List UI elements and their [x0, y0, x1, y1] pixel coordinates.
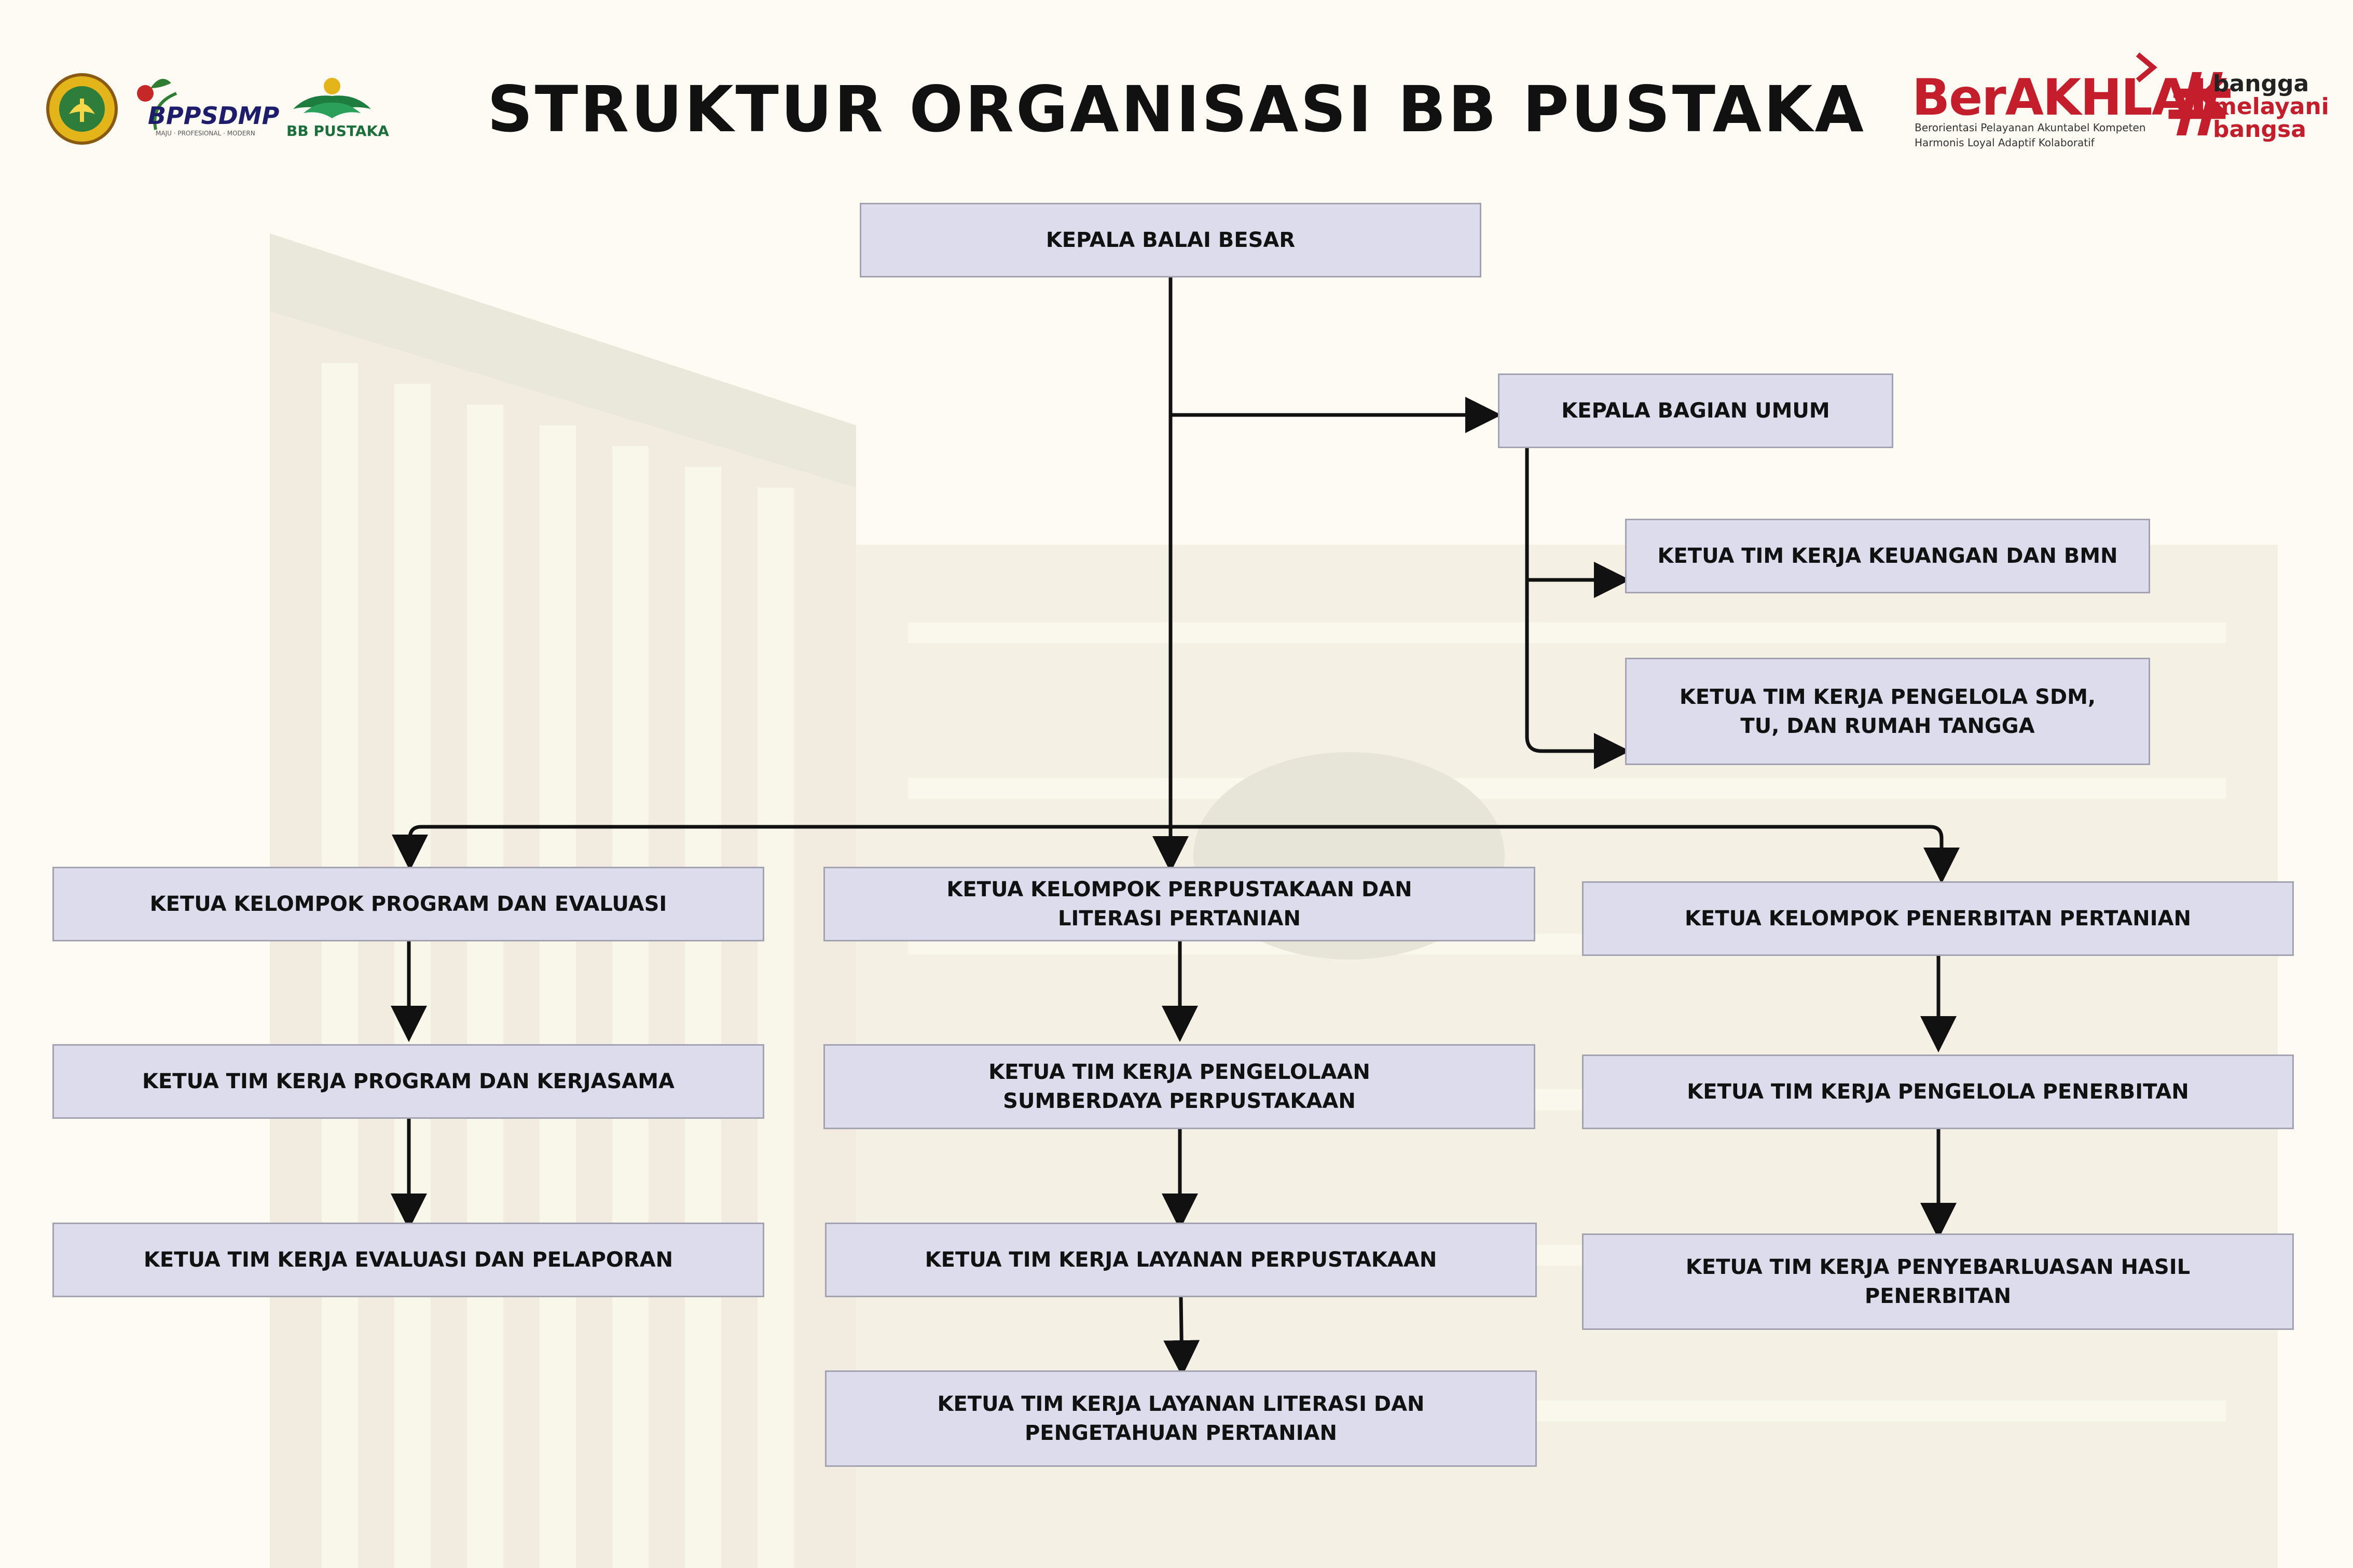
connector-bagian-umum-vertical: [1525, 447, 1630, 769]
melayani-label: melayani: [2213, 93, 2329, 120]
bangsa-label: bangsa: [2213, 116, 2306, 143]
berakhlak-tagline: Berorientasi Pelayanan Akuntabel Kompete…: [1915, 120, 2153, 150]
bppsdmp-logo-icon: [137, 79, 177, 130]
bb-pustaka-logo-icon: [293, 78, 371, 118]
node-kelompok-program-evaluasi: KETUA KELOMPOK PROGRAM DAN EVALUASI: [52, 867, 764, 941]
bangga-label: bangga: [2213, 71, 2309, 97]
node-tim-layanan-literasi: KETUA TIM KERJA LAYANAN LITERASI DAN PEN…: [825, 1370, 1537, 1467]
node-tim-program-kerjasama: KETUA TIM KERJA PROGRAM DAN KERJASAMA: [52, 1044, 764, 1119]
node-tim-pengelolaan-sumberdaya: KETUA TIM KERJA PENGELOLAAN SUMBERDAYA P…: [823, 1044, 1535, 1129]
bppsdmp-tagline: MAJU · PROFESIONAL · MODERN: [156, 130, 255, 137]
connector-bus-right: [1171, 825, 1960, 884]
node-tim-pengelola-penerbitan: KETUA TIM KERJA PENGELOLA PENERBITAN: [1582, 1054, 2294, 1129]
node-tim-evaluasi-pelaporan: KETUA TIM KERJA EVALUASI DAN PELAPORAN: [52, 1223, 764, 1297]
node-tim-keuangan-bmn: KETUA TIM KERJA KEUANGAN DAN BMN: [1625, 519, 2150, 593]
connector-perpus-3: [1163, 1297, 1200, 1377]
berakhlak-tagline-line1: Berorientasi Pelayanan Akuntabel Kompete…: [1915, 121, 2146, 134]
chevron-right-icon: [2136, 52, 2157, 82]
berakhlak-tagline-line2: Harmonis Loyal Adaptif Kolaboratif: [1915, 136, 2095, 149]
bb-pustaka-label: BB PUSTAKA: [286, 122, 389, 140]
berakhlak-logo: BerAKHLAK: [1912, 68, 2228, 127]
node-tim-sdm-tu: KETUA TIM KERJA PENGELOLA SDM, TU, DAN R…: [1625, 658, 2150, 765]
node-kelompok-perpustakaan-literasi: KETUA KELOMPOK PERPUSTAKAAN DAN LITERASI…: [823, 867, 1535, 941]
connector-bus-left: [392, 825, 1171, 871]
kementan-seal-icon: [46, 73, 118, 145]
page-title: STRUKTUR ORGANISASI BB PUSTAKA: [487, 73, 1866, 146]
node-kelompok-penerbitan-pertanian: KETUA KELOMPOK PENERBITAN PERTANIAN: [1582, 881, 2294, 956]
node-kepala-balai-besar: KEPALA BALAI BESAR: [860, 203, 1481, 277]
node-kepala-bagian-umum: KEPALA BAGIAN UMUM: [1498, 373, 1893, 448]
hashtag-icon: #: [2163, 54, 2237, 157]
node-tim-penyebarluasan: KETUA TIM KERJA PENYEBARLUASAN HASIL PEN…: [1582, 1233, 2294, 1330]
node-tim-layanan-perpustakaan: KETUA TIM KERJA LAYANAN PERPUSTAKAAN: [825, 1223, 1537, 1297]
bppsdmp-label: BPPSDMP: [148, 102, 280, 130]
